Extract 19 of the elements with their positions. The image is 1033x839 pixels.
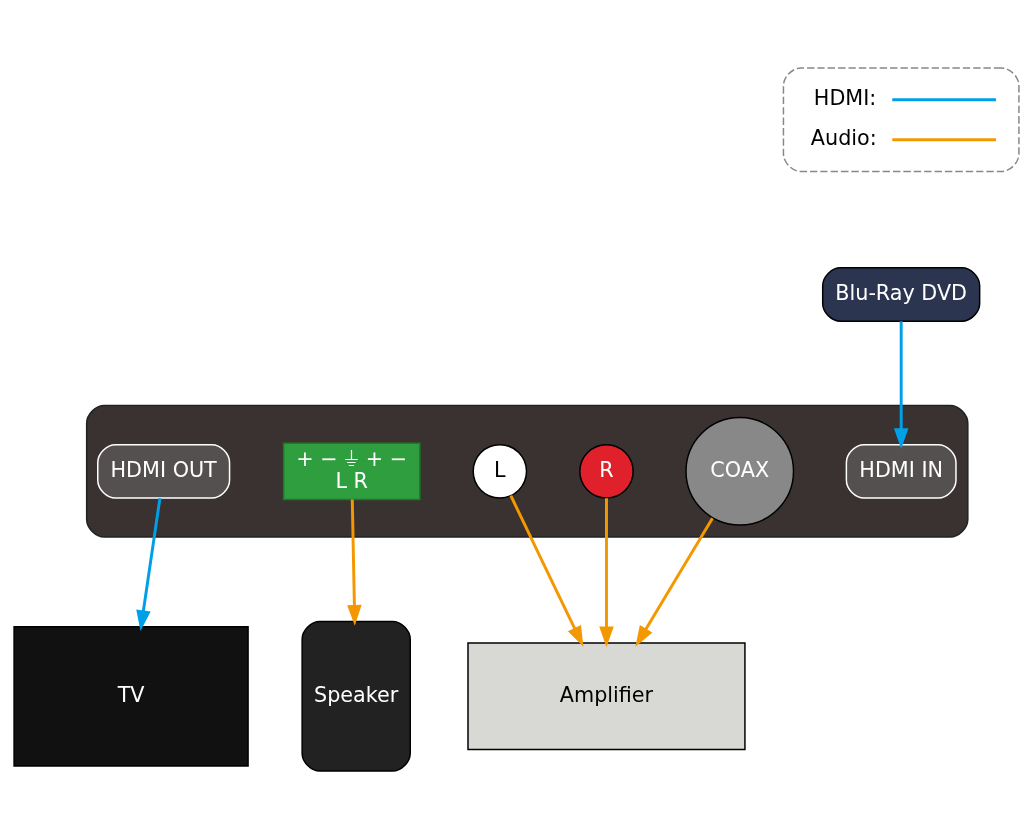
legend-label: Audio: [810,126,877,151]
arrow [635,517,714,647]
node-circle: L [472,443,528,499]
legend-label: HDMI: [813,86,877,111]
node-box: TV [13,625,249,767]
cluster [85,404,969,538]
node-box: + − ⏚ + − L R [282,442,421,501]
node-box: HDMI OUT [97,443,231,499]
node-box: HDMI IN [845,443,957,499]
arrow [599,498,614,648]
arrow [509,495,584,647]
node-circle: R [579,443,634,499]
node-circle: COAX [685,416,795,526]
node-box: Speaker [301,620,411,772]
arrow [347,499,362,626]
node-box: Blu-Ray DVD [821,267,981,322]
arrow [136,498,162,632]
node-box: Amplifier [467,642,746,751]
arrow [893,321,909,449]
